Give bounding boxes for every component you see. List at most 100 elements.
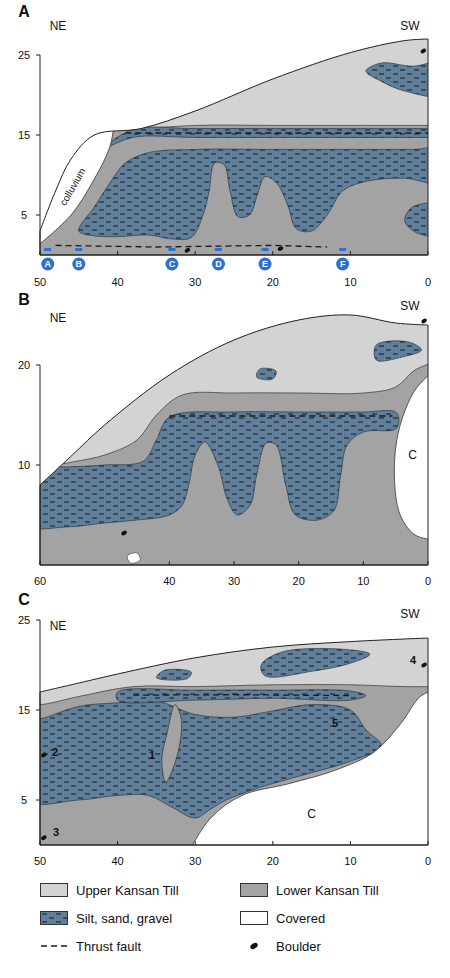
direction-label: SW — [400, 608, 419, 620]
thrust-fault — [41, 945, 67, 947]
sample-marker: C — [169, 260, 176, 269]
axis-tick-label: 0 — [425, 576, 431, 587]
legend-text: Upper Kansan Till — [76, 884, 179, 897]
silt-texture — [405, 203, 448, 237]
silt-sand-gravel-unit — [256, 368, 276, 380]
axis-tick — [40, 841, 41, 845]
silt-sand-gravel-unit — [374, 341, 421, 361]
axis-tick-label: 20 — [267, 277, 279, 288]
legend-text: Silt, sand, gravel — [76, 912, 172, 925]
covered-area — [127, 553, 140, 563]
legend-swatch — [240, 883, 268, 897]
sample-bar — [215, 248, 222, 251]
silt-sand-gravel-unit — [102, 127, 445, 149]
panel-letter: C — [18, 592, 30, 608]
unit-label: colluvium — [58, 166, 88, 207]
direction-label: NE — [50, 620, 67, 632]
axis-tick-label: 30 — [228, 576, 240, 587]
axis-tick — [428, 841, 429, 845]
silt-sand-gravel-unit — [21, 410, 399, 529]
silt-sand-gravel-unit — [156, 669, 191, 680]
silt-texture — [79, 147, 448, 240]
legend-entry: Upper Kansan Till — [40, 882, 179, 898]
axis-tick — [36, 215, 40, 216]
sample-marker: A — [45, 260, 52, 269]
axis-tick-label: 25 — [18, 50, 30, 61]
axis-tick — [169, 561, 170, 565]
section-body — [0, 0, 448, 255]
direction-label: NE — [50, 20, 67, 32]
axis-tick-label: 10 — [344, 856, 356, 867]
covered-area — [187, 689, 450, 854]
axis-tick-label: 20 — [18, 360, 30, 371]
upper-till-unit — [24, 445, 443, 705]
silt-texture — [21, 410, 399, 529]
axis-tick — [117, 841, 118, 845]
sample-marker-circle — [41, 258, 54, 271]
legend-text: Thrust fault — [76, 940, 141, 953]
covered-label: C — [250, 913, 258, 924]
axis-tick-label: 0 — [425, 277, 431, 288]
y-axis — [40, 55, 41, 255]
y-axis — [40, 620, 41, 845]
legend-entry: Silt, sand, gravel — [40, 910, 172, 926]
axis-tick — [36, 710, 40, 711]
legend-symbol — [240, 911, 268, 925]
axis-tick-label: 30 — [189, 277, 201, 288]
sample-marker: D — [215, 260, 222, 269]
covered-label: C — [408, 449, 417, 461]
cross-section-panel — [17, 445, 450, 854]
silt-texture — [374, 341, 421, 361]
ground-outline — [40, 638, 428, 845]
sample-marker-circle — [72, 258, 85, 271]
section-body — [17, 445, 450, 854]
silt-texture — [261, 648, 370, 677]
axis-tick — [195, 841, 196, 845]
axis-tick-label: 50 — [34, 856, 46, 867]
sample-bar — [75, 248, 82, 251]
boulder-symbol — [184, 247, 191, 253]
sample-bar — [262, 248, 269, 251]
sample-marker-circle — [165, 258, 178, 271]
boulder-symbol — [249, 942, 259, 951]
legend-text: Lower Kansan Till — [276, 884, 379, 897]
axis-tick — [36, 135, 40, 136]
sample-bar — [339, 248, 346, 251]
axis-tick — [36, 800, 40, 801]
axis-tick-label: 15 — [18, 705, 30, 716]
covered-area — [0, 111, 114, 255]
sample-marker: E — [262, 260, 268, 269]
axis-tick — [117, 251, 118, 255]
axis-tick — [36, 465, 40, 466]
callout-number: 3 — [53, 827, 59, 838]
silt-texture — [41, 912, 67, 924]
legend-entry: Thrust fault — [40, 938, 141, 954]
covered-area — [394, 370, 450, 540]
axis-tick-label: 10 — [344, 277, 356, 288]
axis-tick-label: 60 — [34, 576, 46, 587]
silt-sand-gravel-unit — [116, 689, 366, 703]
axis-tick — [36, 620, 40, 621]
silt-texture — [256, 368, 276, 380]
axis-tick-label: 15 — [18, 130, 30, 141]
sample-bar — [44, 248, 51, 251]
silt-sand-gravel-unit — [79, 147, 448, 240]
covered-label: C — [307, 808, 316, 820]
axis-tick — [40, 251, 41, 255]
callout-number: 2 — [52, 747, 58, 758]
axis-tick — [350, 841, 351, 845]
legend-entry: Boulder — [240, 938, 321, 954]
axis-tick — [350, 251, 351, 255]
direction-label: SW — [400, 300, 419, 312]
section-body — [21, 165, 450, 565]
thrust-fault — [133, 694, 350, 696]
legend-text: Covered — [276, 912, 325, 925]
boulder-symbol — [421, 318, 428, 324]
sample-marker-circle — [259, 258, 272, 271]
sample-marker: F — [340, 260, 346, 269]
sample-bar — [168, 248, 175, 251]
callout-number: 1 — [149, 750, 155, 761]
x-axis — [40, 255, 428, 256]
axis-tick-label: 50 — [34, 277, 46, 288]
